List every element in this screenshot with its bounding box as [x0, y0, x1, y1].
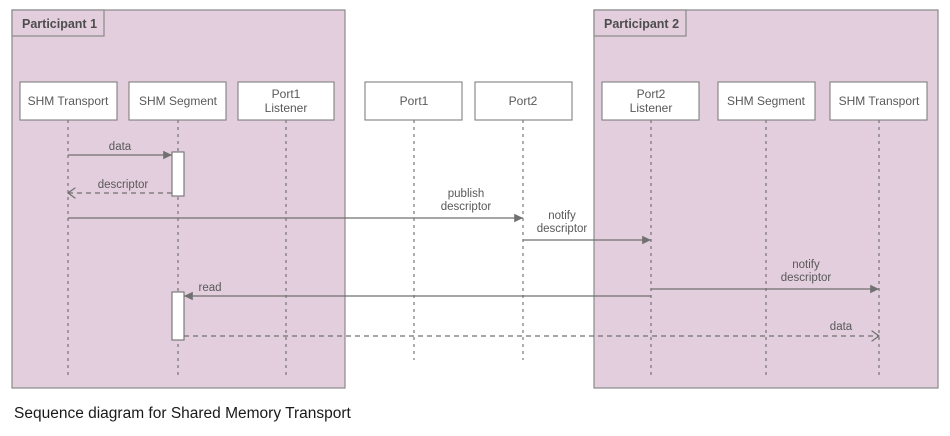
participant-label-box-participant-1	[11, 9, 105, 37]
lifeline-box-p2-shm-transport[interactable]	[829, 81, 928, 121]
lifeline-box-p1-shm-transport[interactable]	[19, 81, 118, 121]
activation-bar-activation-shm-segment-read	[171, 291, 185, 341]
message-msg-read: read	[184, 282, 651, 301]
participant-label-box-participant-2	[593, 9, 687, 37]
lifeline-box-port2[interactable]	[474, 81, 573, 121]
message-label-msg-read: read	[198, 282, 221, 294]
lifeline-label-p2-shm-segment: SHM Segment	[727, 94, 806, 108]
activation-bar-activation-shm-segment-write	[171, 151, 185, 197]
lifeline-box-p2-shm-segment[interactable]	[717, 81, 816, 121]
message-msg-data-return: data	[184, 321, 880, 342]
lifeline-box-p1-port1-listener[interactable]	[237, 81, 335, 121]
lifeline-head-p2-shm-segment[interactable]: SHM Segment	[717, 81, 816, 121]
lifeline-label-p1-shm-segment: SHM Segment	[139, 94, 218, 108]
lifeline-box-port1[interactable]	[364, 81, 463, 121]
message-msg-data-write: data	[68, 141, 172, 160]
message-label-msg-data-return: data	[830, 321, 853, 333]
arrowhead-filled	[870, 284, 879, 294]
lifeline-label-p2-shm-transport: SHM Transport	[839, 94, 920, 108]
lifeline-head-port2[interactable]: Port2	[474, 81, 573, 121]
lifeline-label-port1: Port1	[400, 94, 429, 108]
participant-label-participant-2: Participant 2	[604, 17, 679, 31]
arrowhead-filled	[642, 235, 651, 245]
lifeline-label-p1-shm-transport: SHM Transport	[28, 94, 109, 108]
arrowhead-filled	[163, 150, 172, 160]
message-msg-descriptor-return: descriptor	[67, 179, 172, 199]
arrowhead-open	[67, 187, 76, 199]
lifeline-head-p2-shm-transport[interactable]: SHM Transport	[829, 81, 928, 121]
lifeline-head-p1-shm-transport[interactable]: SHM Transport	[19, 81, 118, 121]
message-label-msg-data-write: data	[109, 141, 132, 153]
arrowhead-filled	[514, 213, 523, 223]
lifeline-box-p1-shm-segment[interactable]	[128, 81, 227, 121]
arrowhead-filled	[184, 291, 193, 301]
lifeline-head-p1-shm-segment[interactable]: SHM Segment	[128, 81, 227, 121]
arrowhead-open	[871, 330, 880, 342]
participant-label-participant-1: Participant 1	[22, 17, 97, 31]
lifeline-label-port2: Port2	[509, 94, 538, 108]
diagram-caption: Sequence diagram for Shared Memory Trans…	[14, 405, 351, 422]
lifeline-head-port1[interactable]: Port1	[364, 81, 463, 121]
lifeline-box-p2-port2-listener[interactable]	[601, 81, 700, 121]
message-label-msg-descriptor-return: descriptor	[98, 179, 149, 191]
